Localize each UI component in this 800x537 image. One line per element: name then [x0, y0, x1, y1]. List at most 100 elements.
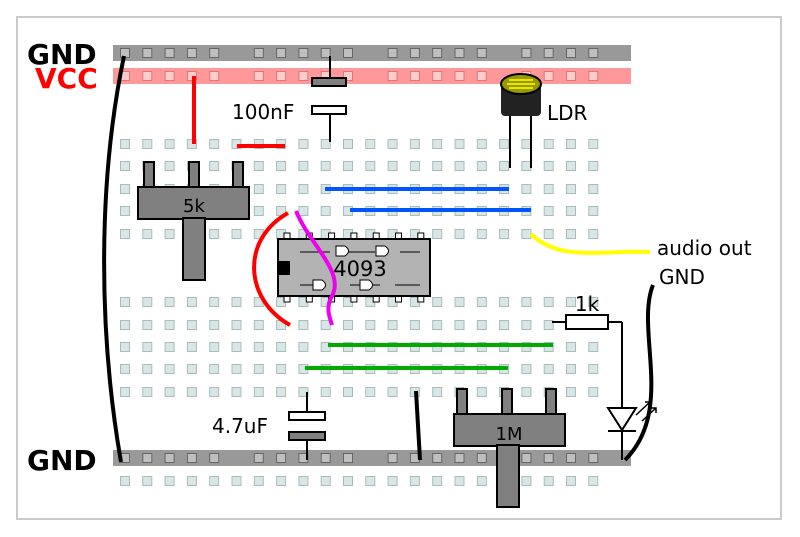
breadboard-hole [365, 387, 376, 397]
breadboard-hole [343, 320, 353, 330]
breadboard-hole [142, 453, 153, 463]
breadboard-hole [588, 71, 599, 81]
potentiometer-5k [137, 161, 250, 281]
capacitor-4-7uf [288, 392, 326, 460]
breadboard-hole [409, 139, 420, 149]
breadboard-hole [387, 476, 398, 486]
breadboard-hole [231, 476, 242, 486]
breadboard-hole [276, 71, 287, 81]
breadboard-hole [209, 297, 220, 307]
breadboard-hole [231, 364, 242, 374]
breadboard-hole [186, 297, 197, 307]
breadboard-hole [231, 320, 242, 330]
breadboard-hole [454, 139, 465, 149]
breadboard-hole [409, 320, 420, 330]
audio-out-wire [529, 232, 651, 255]
breadboard-hole [120, 297, 130, 307]
breadboard-hole [186, 342, 197, 352]
breadboard-hole [476, 320, 487, 330]
breadboard-hole [365, 320, 376, 330]
audio-out-label: audio out [657, 236, 752, 260]
breadboard-hole [521, 453, 532, 463]
ground-wire-left [102, 55, 126, 463]
breadboard-hole [231, 387, 242, 397]
breadboard-hole [209, 71, 220, 81]
breadboard-hole [543, 206, 554, 216]
breadboard-hole [209, 387, 220, 397]
breadboard-hole [231, 297, 242, 307]
breadboard-hole [432, 48, 443, 58]
breadboard-hole [209, 342, 220, 352]
breadboard-hole [476, 48, 487, 58]
breadboard-hole [120, 48, 130, 58]
breadboard-hole [409, 48, 420, 58]
breadboard-hole [253, 364, 264, 374]
breadboard-hole [142, 387, 153, 397]
breadboard-hole [298, 161, 309, 171]
breadboard-hole [387, 453, 398, 463]
breadboard-hole [298, 139, 309, 149]
breadboard-hole [164, 453, 175, 463]
breadboard-hole [588, 297, 599, 307]
breadboard-hole [276, 342, 287, 352]
breadboard-hole [566, 453, 576, 463]
breadboard-hole [588, 453, 599, 463]
ground-out-wire [623, 284, 655, 462]
breadboard-hole [253, 48, 264, 58]
breadboard-hole [186, 476, 197, 486]
breadboard-hole [476, 476, 487, 486]
breadboard-hole [164, 48, 175, 58]
breadboard-hole [432, 320, 443, 330]
breadboard-hole [164, 364, 175, 374]
breadboard-hole [298, 48, 309, 58]
breadboard-hole [298, 342, 309, 352]
breadboard-hole [409, 71, 420, 81]
breadboard-hole [543, 184, 554, 194]
breadboard-hole [432, 71, 443, 81]
breadboard-hole [499, 139, 510, 149]
breadboard-hole [566, 48, 576, 58]
breadboard-hole [543, 48, 554, 58]
breadboard-hole [343, 48, 353, 58]
breadboard-hole [253, 71, 264, 81]
breadboard-hole [432, 297, 443, 307]
breadboard-hole [298, 184, 309, 194]
breadboard-hole [476, 387, 487, 397]
breadboard-hole [276, 476, 287, 486]
breadboard-hole [164, 161, 175, 171]
breadboard-hole [320, 476, 331, 486]
gnd-rail-top [113, 45, 631, 61]
breadboard-hole [209, 476, 220, 486]
breadboard-hole [454, 161, 465, 171]
breadboard-hole [432, 161, 443, 171]
breadboard-hole [566, 161, 576, 171]
breadboard-hole [566, 139, 576, 149]
breadboard-hole [120, 229, 130, 239]
breadboard-hole [186, 48, 197, 58]
breadboard-hole [186, 139, 197, 149]
breadboard-hole [499, 297, 510, 307]
breadboard-hole [588, 48, 599, 58]
breadboard-hole [521, 476, 532, 486]
breadboard-hole [365, 139, 376, 149]
breadboard-hole [142, 71, 153, 81]
breadboard-hole [566, 476, 576, 486]
breadboard-hole [454, 71, 465, 81]
breadboard-hole [343, 71, 353, 81]
breadboard-hole [209, 320, 220, 330]
breadboard-hole [588, 229, 599, 239]
potentiometer-1m-label: 1M [496, 424, 523, 445]
breadboard-hole [142, 320, 153, 330]
breadboard-hole [454, 476, 465, 486]
breadboard-hole [120, 139, 130, 149]
breadboard-hole [209, 161, 220, 171]
breadboard-hole [320, 161, 331, 171]
breadboard-hole [253, 206, 264, 216]
breadboard-hole [186, 364, 197, 374]
red-loop-wire [252, 211, 291, 327]
breadboard-hole [164, 342, 175, 352]
breadboard-hole [566, 184, 576, 194]
breadboard-hole [566, 297, 576, 307]
breadboard-hole [298, 71, 309, 81]
